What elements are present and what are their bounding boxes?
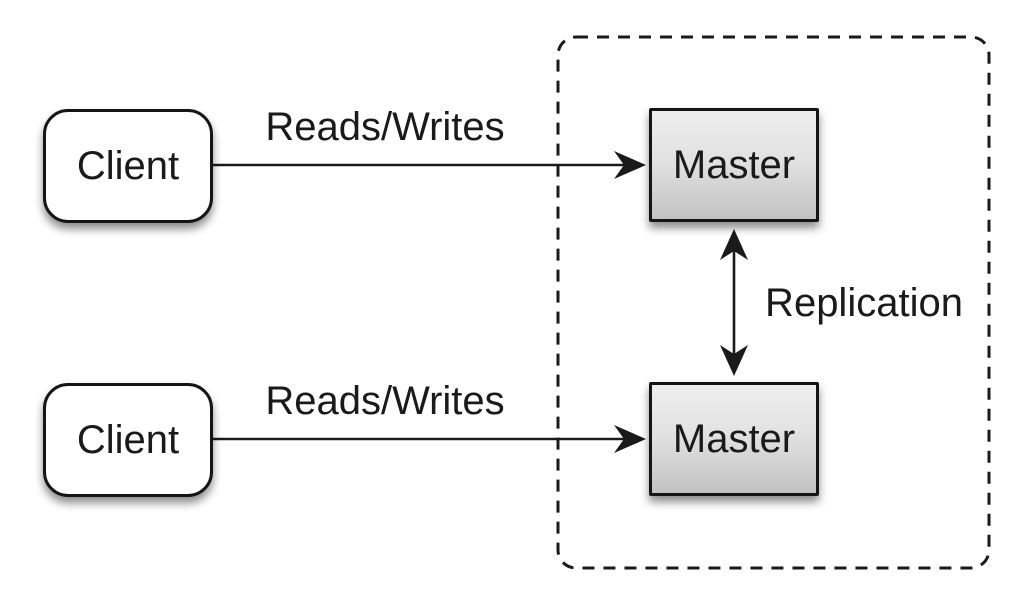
replication-label: Replication <box>765 281 963 325</box>
arrowhead-right-icon <box>614 151 646 179</box>
arrowhead-up-icon <box>720 229 748 260</box>
arrowhead-down-icon <box>720 345 748 376</box>
replication-arrow <box>720 229 748 376</box>
client-node-bottom: Client <box>43 383 213 497</box>
master-node-bottom: Master <box>649 382 819 496</box>
reads-writes-label-top: Reads/Writes <box>265 105 505 149</box>
master-node-bottom-label: Master <box>672 417 796 461</box>
client-node-bottom-label: Client <box>76 418 180 462</box>
master-node-top-label: Master <box>672 143 796 187</box>
reads-writes-label-bottom: Reads/Writes <box>265 379 505 423</box>
reads-writes-arrow-top <box>213 151 646 179</box>
arrowhead-right-icon <box>614 425 646 453</box>
client-node-top: Client <box>43 109 213 223</box>
master-group-outline <box>556 35 991 570</box>
master-node-top: Master <box>649 108 819 222</box>
client-node-top-label: Client <box>76 144 180 188</box>
reads-writes-arrow-bottom <box>213 425 646 453</box>
